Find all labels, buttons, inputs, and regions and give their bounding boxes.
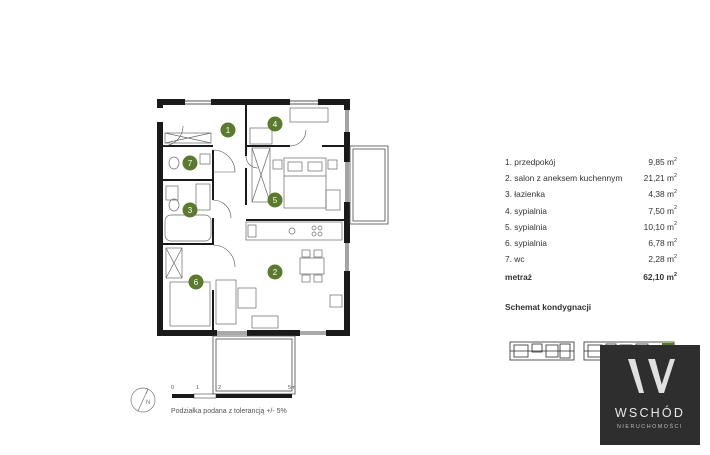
room-row-5: 5. sypialnia 10,10 m2 (505, 219, 677, 235)
total-area: 62,10 m2 (643, 272, 677, 283)
room-marker-3: 3 (188, 206, 193, 215)
room-label: 1. przedpokój (505, 157, 556, 167)
scale-tick-1: 1 (196, 385, 200, 391)
room-area: 2,28 m2 (648, 253, 677, 265)
company-logo: WSCHÓD NIERUCHOMOŚCI (600, 345, 700, 445)
room-marker-4: 4 (273, 120, 278, 129)
scale-bar (172, 393, 292, 399)
room-label: 2. salon z aneksem kuchennym (505, 173, 623, 184)
logo-name: WSCHÓD (614, 406, 686, 420)
schema-title: Schemat kondygnacji (505, 302, 592, 312)
room-markers (182, 116, 283, 290)
room-area: 4,38 m2 (648, 189, 677, 200)
balconies (212, 145, 389, 395)
total-area-row: metraż 62,10 m2 (505, 269, 677, 285)
room-area: 10,10 m2 (643, 221, 677, 232)
room-marker-7: 7 (188, 159, 193, 168)
room-marker-5: 5 (273, 196, 278, 205)
room-marker-6: 6 (194, 278, 199, 287)
scale-note: Podziałka podana z tolerancją +/- 5% (171, 408, 287, 415)
room-label: 6. sypialnia (505, 237, 547, 248)
room-row-6: 6. sypialnia 6,78 m2 (505, 235, 677, 251)
w-logo-icon (628, 359, 675, 393)
logo-subtitle: NIERUCHOMOŚCI (617, 424, 683, 430)
fixtures (164, 107, 343, 329)
scale-tick-0: 0 (171, 385, 175, 391)
room-row-7: 7. wc 2,28 m2 (505, 251, 677, 267)
room-area: 9,85 m2 (648, 156, 677, 167)
room-label: 4. sypialnia (505, 205, 547, 216)
scale-tick-2: 2 (218, 385, 222, 391)
outer-walls (157, 99, 350, 336)
scale-tick-5m: 5m (288, 385, 296, 391)
room-label: 5. sypialnia (505, 221, 547, 232)
room-row-3: 3. łazienka 4,38 m2 (505, 186, 677, 202)
room-list: 1. przedpokój 9,85 m2 2. salon z aneksem… (505, 154, 677, 286)
compass-label: N (146, 400, 150, 406)
compass-icon (130, 387, 156, 413)
room-row-4: 4. sypialnia 7,50 m2 (505, 203, 677, 219)
room-label: 7. wc (505, 254, 525, 265)
room-area: 21,21 m2 (643, 172, 677, 184)
room-row-2: 2. salon z aneksem kuchennym 21,21 m2 (505, 170, 677, 186)
room-row-1: 1. przedpokój 9,85 m2 (505, 154, 677, 170)
interior-walls (163, 105, 344, 330)
room-area: 7,50 m2 (648, 205, 677, 216)
total-label: metraż (505, 272, 532, 283)
room-area: 6,78 m2 (648, 237, 677, 248)
room-marker-1: 1 (226, 126, 231, 135)
room-marker-2: 2 (273, 268, 278, 277)
room-label: 3. łazienka (505, 189, 546, 200)
